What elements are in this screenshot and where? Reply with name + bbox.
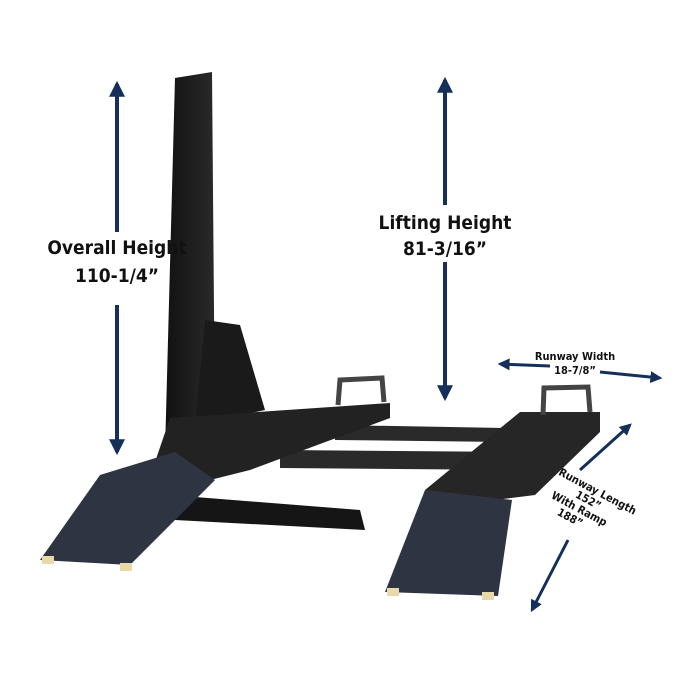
overall-height-title: Overall Height xyxy=(47,237,186,259)
runway-length-arrow-up xyxy=(578,423,632,472)
overall-height-value: 110-1/4” xyxy=(75,265,159,287)
lifting-height-annotation: Lifting Height 81-3/16” xyxy=(379,76,512,402)
runway-width-arrow-left xyxy=(497,358,551,371)
left-ramp-foot xyxy=(42,556,54,564)
right-ramp-foot xyxy=(387,588,399,596)
left-runway xyxy=(155,403,390,480)
lift-illustration xyxy=(40,72,600,600)
right-ramp-foot xyxy=(482,592,494,600)
right-handle xyxy=(540,384,593,416)
overall-height-annotation: Overall Height 110-1/4” xyxy=(47,80,187,456)
right-ramp xyxy=(385,490,512,596)
lifting-height-title: Lifting Height xyxy=(379,212,512,234)
runway-length-arrow-down xyxy=(530,539,570,613)
lifting-height-value: 81-3/16” xyxy=(403,238,487,260)
left-handle xyxy=(335,375,387,406)
runway-width-annotation: Runway Width 18-7/8” xyxy=(497,350,663,384)
runway-width-title: Runway Width xyxy=(535,350,615,363)
left-ramp-foot xyxy=(120,563,132,571)
runway-width-value: 18-7/8” xyxy=(554,364,596,377)
runway-width-arrow-right xyxy=(599,370,663,384)
column-base-bracket xyxy=(195,320,265,425)
left-ramp xyxy=(40,452,215,565)
cross-bar-back xyxy=(335,425,505,442)
right-runway xyxy=(425,412,600,505)
base-leg xyxy=(170,495,365,530)
